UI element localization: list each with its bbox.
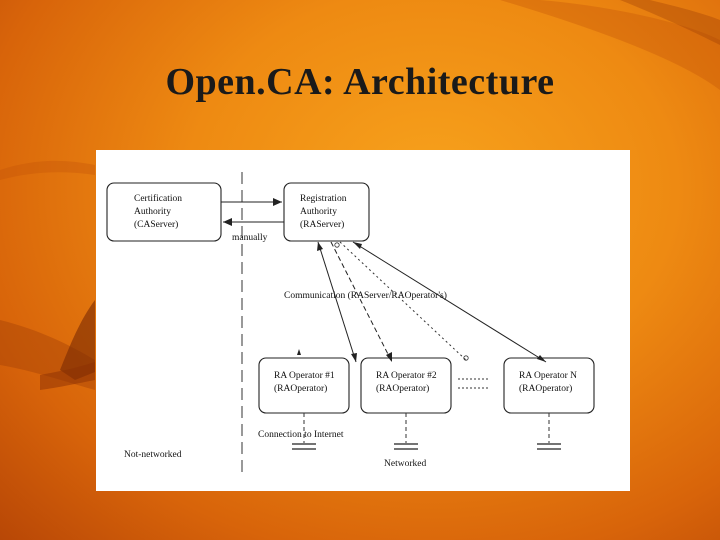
link-ra-op-dotted xyxy=(339,241,467,361)
op1-label-line1: RA Operator #1 xyxy=(274,371,335,381)
op1-label-line2: (RAOperator) xyxy=(274,384,328,394)
link-ra-op2 xyxy=(330,241,393,363)
opn-label-line2: (RAOperator) xyxy=(519,384,573,394)
opn-label: RA Operator N (RAOperator) xyxy=(519,370,577,396)
link-ra-op1 xyxy=(317,241,357,363)
slide-title: Open.CA: Architecture xyxy=(165,61,555,103)
diagram-lines xyxy=(106,172,595,478)
opn-label-line1: RA Operator N xyxy=(519,371,578,381)
ra-label: Registration Authority (RAServer) xyxy=(300,193,346,232)
ra-label-line3: (RAServer) xyxy=(300,220,345,230)
ca-box xyxy=(106,182,222,242)
ca-label-line2: Authority xyxy=(134,207,171,217)
ca-label-line1: Certification xyxy=(134,194,183,204)
ra-label-line2: Authority xyxy=(300,207,337,217)
communication-label: Communication (RAServer/RAOperator's) xyxy=(284,291,447,301)
op2-label-line2: (RAOperator) xyxy=(376,384,430,394)
ca-label-line3: (CAServer) xyxy=(134,220,179,230)
op2-label: RA Operator #2 (RAOperator) xyxy=(376,370,437,396)
ra-box xyxy=(283,182,370,242)
link-ra-opn xyxy=(352,241,547,363)
op1-label: RA Operator #1 (RAOperator) xyxy=(274,370,335,396)
ca-label: Certification Authority (CAServer) xyxy=(134,193,182,232)
manually-label: manually xyxy=(232,233,268,243)
not-networked-label: Not-networked xyxy=(124,450,182,460)
architecture-diagram: Certification Authority (CAServer) Regis… xyxy=(96,150,630,491)
networked-label: Networked xyxy=(384,459,427,469)
connection-label: Connection to Internet xyxy=(258,430,344,440)
ra-label-line1: Registration xyxy=(300,194,347,204)
op2-label-line1: RA Operator #2 xyxy=(376,371,437,381)
